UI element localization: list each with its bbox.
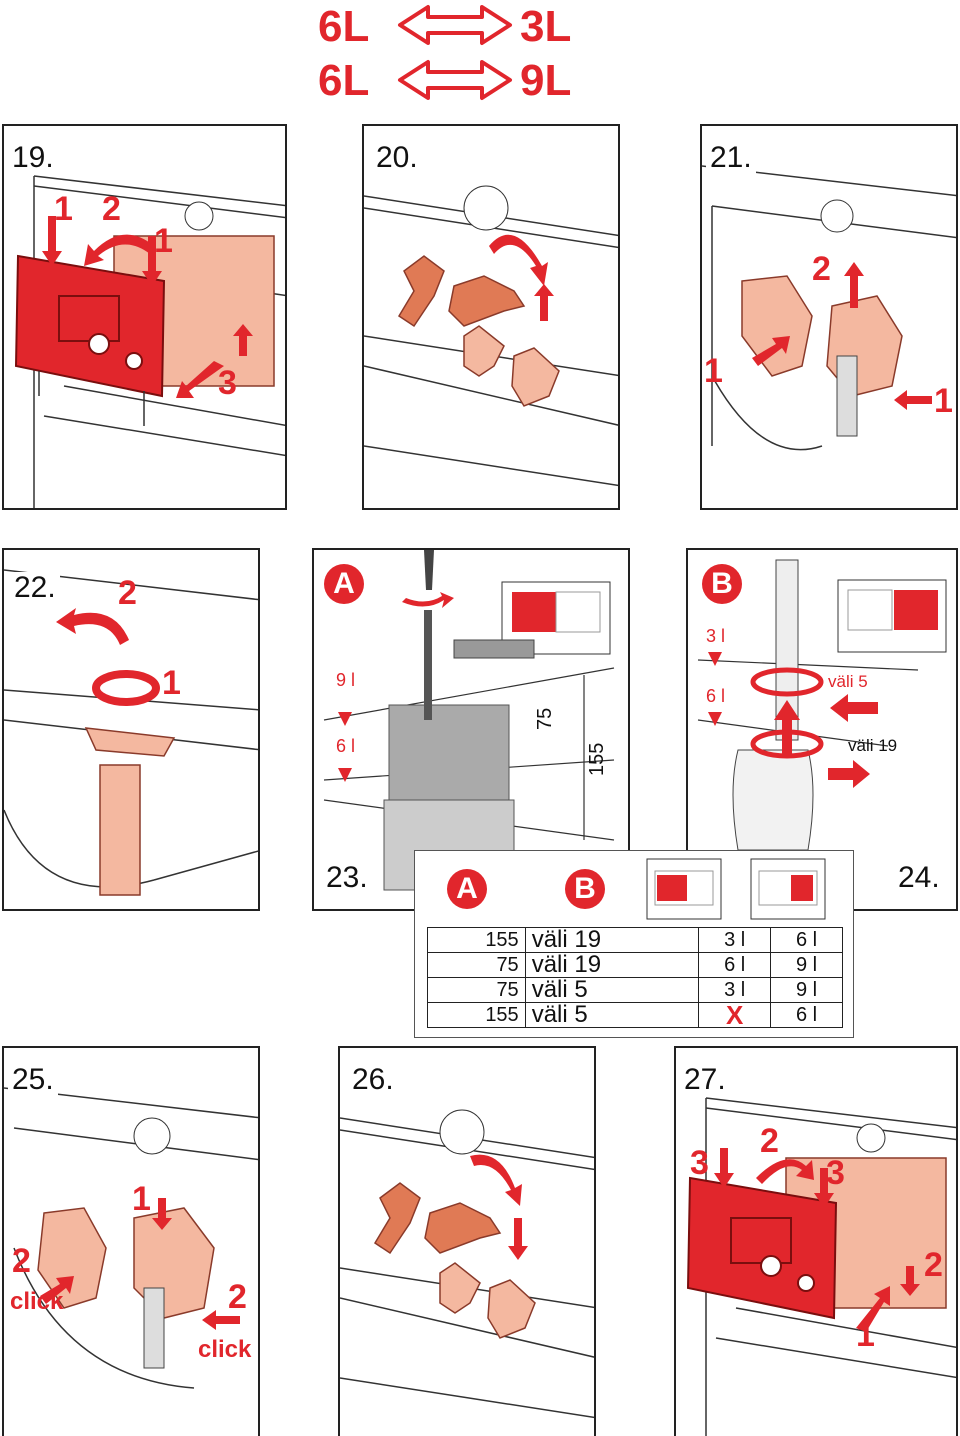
level-label-9l: 9 l (336, 670, 356, 690)
table-cell: 75 (427, 952, 526, 978)
badge-b: B (565, 869, 605, 909)
callout-3: 3 (826, 1154, 845, 1192)
header-6l-top: 6L (318, 2, 370, 51)
level-label-3l: 3 l (706, 626, 726, 646)
callout-1: 1 (162, 664, 181, 702)
step-19-panel: 19. 1 2 1 3 (2, 124, 287, 510)
badge-a: A (447, 869, 487, 909)
callout-2: 2 (118, 574, 137, 612)
step-22-illustration (4, 569, 258, 896)
callout-1: 1 (704, 352, 723, 390)
callout-1: 1 (54, 190, 73, 228)
step-26-panel: 26. (338, 1046, 596, 1436)
table-cell: väli 19 (524, 927, 700, 953)
step-19-illustration (14, 175, 285, 508)
callout-3: 3 (218, 364, 237, 402)
step-number: 20. (372, 142, 422, 174)
table-cell: 9 l (770, 952, 843, 978)
callout-2: 2 (228, 1278, 247, 1316)
callout-1: 1 (154, 222, 173, 260)
callout-3: 3 (690, 1144, 709, 1182)
step-number: 19. (8, 142, 58, 174)
badge-a: A (324, 564, 364, 604)
table-cell: 6 l (698, 952, 772, 978)
step-24-illustration (697, 559, 947, 851)
callout-2: 2 (12, 1242, 31, 1280)
step-20-illustration (364, 185, 618, 487)
table-cell: 75 (427, 977, 526, 1003)
flush-plate-icons (646, 858, 826, 920)
callout-2: 2 (924, 1246, 943, 1284)
table-cell: 9 l (770, 977, 843, 1003)
step-20-panel: 20. (362, 124, 620, 510)
level-label-6l: 6 l (336, 736, 356, 756)
step-number: 25. (8, 1064, 58, 1096)
dimension-75: 75 (534, 707, 556, 730)
callout-1: 1 (132, 1180, 151, 1218)
table-cell: 6 l (770, 1002, 843, 1028)
level-label-6l: 6 l (706, 686, 726, 706)
step-27-illustration (686, 1097, 956, 1436)
step-number: 24. (894, 862, 944, 894)
step-number: 23. (322, 862, 372, 894)
vali-19-label: väli 19 (848, 736, 898, 755)
step-number: 22. (10, 572, 60, 604)
table-cell: 155 (427, 1002, 526, 1028)
badge-b: B (702, 564, 742, 604)
step-number: 21. (706, 142, 756, 174)
click-label: click (198, 1336, 252, 1363)
header-9l: 9L (520, 56, 572, 105)
callout-1: 1 (856, 1316, 875, 1354)
table-cell: väli 19 (524, 952, 700, 978)
callout-2: 2 (812, 250, 831, 288)
step-23-illustration (323, 550, 615, 891)
step-21-panel: 21. 2 1 1 (700, 124, 958, 510)
table-cell: 3 l (698, 927, 772, 953)
step-26-illustration (340, 1109, 594, 1419)
table-cell: 155 (427, 927, 526, 953)
table-cell: 6 l (770, 927, 843, 953)
header-6l-bottom: 6L (318, 56, 370, 105)
step-number: 26. (348, 1064, 398, 1096)
step-25-panel: 25. 1 2 click 2 click (2, 1046, 260, 1436)
callout-2: 2 (102, 190, 121, 228)
step-25-illustration (4, 1087, 258, 1389)
step-number: 27. (680, 1064, 730, 1096)
step-22-panel: 22. 2 1 (2, 548, 260, 911)
table-cell: X (698, 1002, 772, 1028)
table-cell: väli 5 (524, 1002, 700, 1028)
step-21-illustration (702, 165, 956, 451)
vali-5-label: väli 5 (828, 672, 868, 691)
callout-1: 1 (934, 382, 953, 420)
callout-2: 2 (760, 1122, 779, 1160)
dimension-155: 155 (586, 742, 608, 776)
step-27-panel: 27. 3 2 3 2 1 (674, 1046, 958, 1436)
click-label: click (10, 1288, 64, 1315)
double-arrow-icons (398, 5, 512, 100)
header-3l: 3L (520, 2, 572, 51)
table-cell: 3 l (698, 977, 772, 1003)
table-cell: väli 5 (524, 977, 700, 1003)
